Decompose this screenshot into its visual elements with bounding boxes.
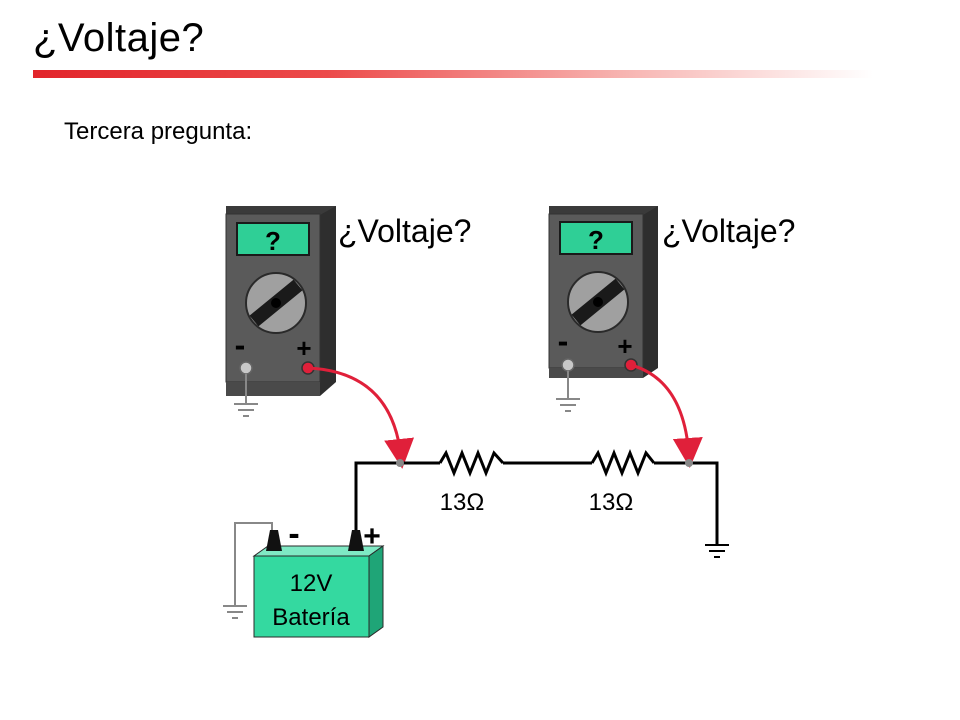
resistor-2-label: 13Ω: [589, 489, 634, 516]
node-point: [396, 459, 404, 467]
meter-dial[interactable]: [567, 271, 629, 333]
meter-plus-label: +: [617, 331, 632, 361]
meter-display: [559, 221, 633, 255]
ground-icon: [556, 371, 580, 412]
meter-com-jack[interactable]: [239, 361, 253, 375]
meter-dial[interactable]: [245, 272, 307, 334]
node-point: [685, 459, 693, 467]
meter-plus-label: +: [296, 333, 311, 363]
ground-icon: [223, 605, 247, 619]
battery-plus-label: +: [363, 520, 381, 553]
meter-question-label: ¿Voltaje?: [338, 213, 471, 249]
battery-voltage: 12V: [290, 570, 333, 597]
subtitle: Tercera pregunta:: [64, 118, 253, 145]
meter-question-label: ¿Voltaje?: [662, 213, 795, 249]
multimeter-right: ? - + ¿Voltaje?: [548, 206, 795, 412]
ground-icon: [705, 544, 729, 558]
resistor-1-label: 13Ω: [440, 489, 485, 516]
meter-display-value: ?: [588, 225, 604, 255]
probe-wire-left: [307, 366, 415, 469]
meter-minus-label: -: [558, 323, 569, 359]
meter-display-value: ?: [265, 226, 281, 256]
meter-minus-label: -: [235, 327, 246, 363]
battery-minus-label: -: [288, 515, 299, 553]
resistor-2: [590, 448, 656, 478]
battery: 12V Batería - +: [252, 515, 385, 638]
resistor-1: [438, 448, 505, 478]
multimeter-left: ? - + ¿Voltaje?: [225, 206, 471, 417]
meter-display: [236, 222, 310, 256]
probe-wire-right: [630, 363, 703, 468]
battery-ground-wire: [234, 522, 273, 606]
page-title: ¿Voltaje?: [33, 16, 205, 60]
meter-com-jack[interactable]: [561, 358, 575, 372]
circuit-wire: [354, 461, 719, 545]
title-underline: [33, 70, 873, 78]
ground-icon: [234, 374, 258, 417]
battery-name: Batería: [272, 604, 350, 631]
